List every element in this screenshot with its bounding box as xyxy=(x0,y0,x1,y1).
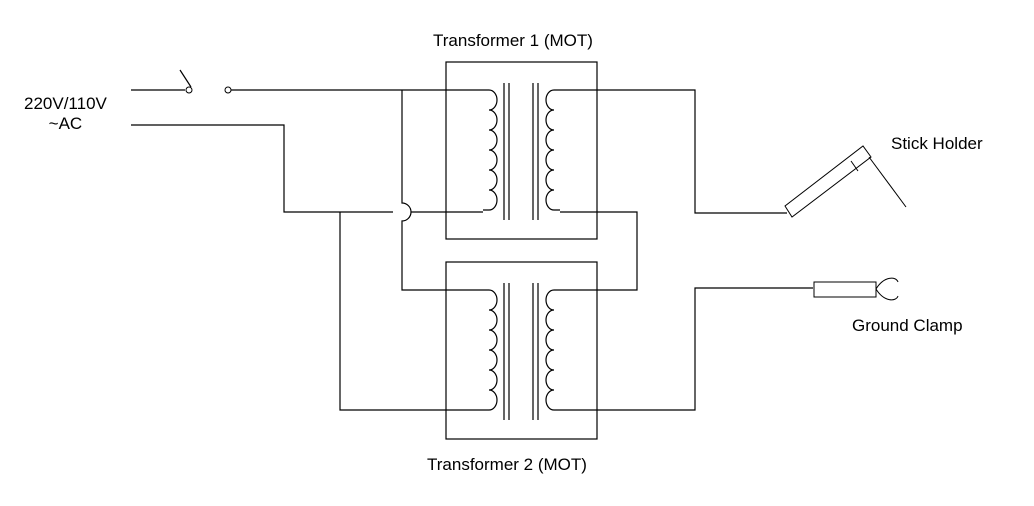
secondary-wiring xyxy=(560,89,813,411)
primary-wiring xyxy=(131,90,483,411)
mains-switch xyxy=(131,69,483,94)
power-source-voltage: 220V/110V xyxy=(24,94,107,113)
transformer-1-core xyxy=(503,83,539,220)
transformer-1-secondary-coil xyxy=(545,89,560,211)
ground-clamp-label: Ground Clamp xyxy=(852,316,963,335)
transformer-1-primary-coil xyxy=(483,89,498,211)
transformer-2-core xyxy=(503,283,539,420)
transformer-2-label: Transformer 2 (MOT) xyxy=(427,455,587,474)
transformer-1-label: Transformer 1 (MOT) xyxy=(433,31,593,50)
transformer-2-primary-coil xyxy=(483,289,498,411)
transformer-1-body xyxy=(445,61,598,240)
power-source-type: ~AC xyxy=(48,114,83,133)
transformer-2-secondary-coil xyxy=(545,289,560,411)
power-source-label: 220V/110V ~AC xyxy=(24,94,107,134)
stick-holder-icon xyxy=(784,145,907,218)
transformer-2-body xyxy=(445,261,598,440)
ground-clamp-icon xyxy=(813,277,899,301)
stick-holder-label: Stick Holder xyxy=(891,134,983,153)
